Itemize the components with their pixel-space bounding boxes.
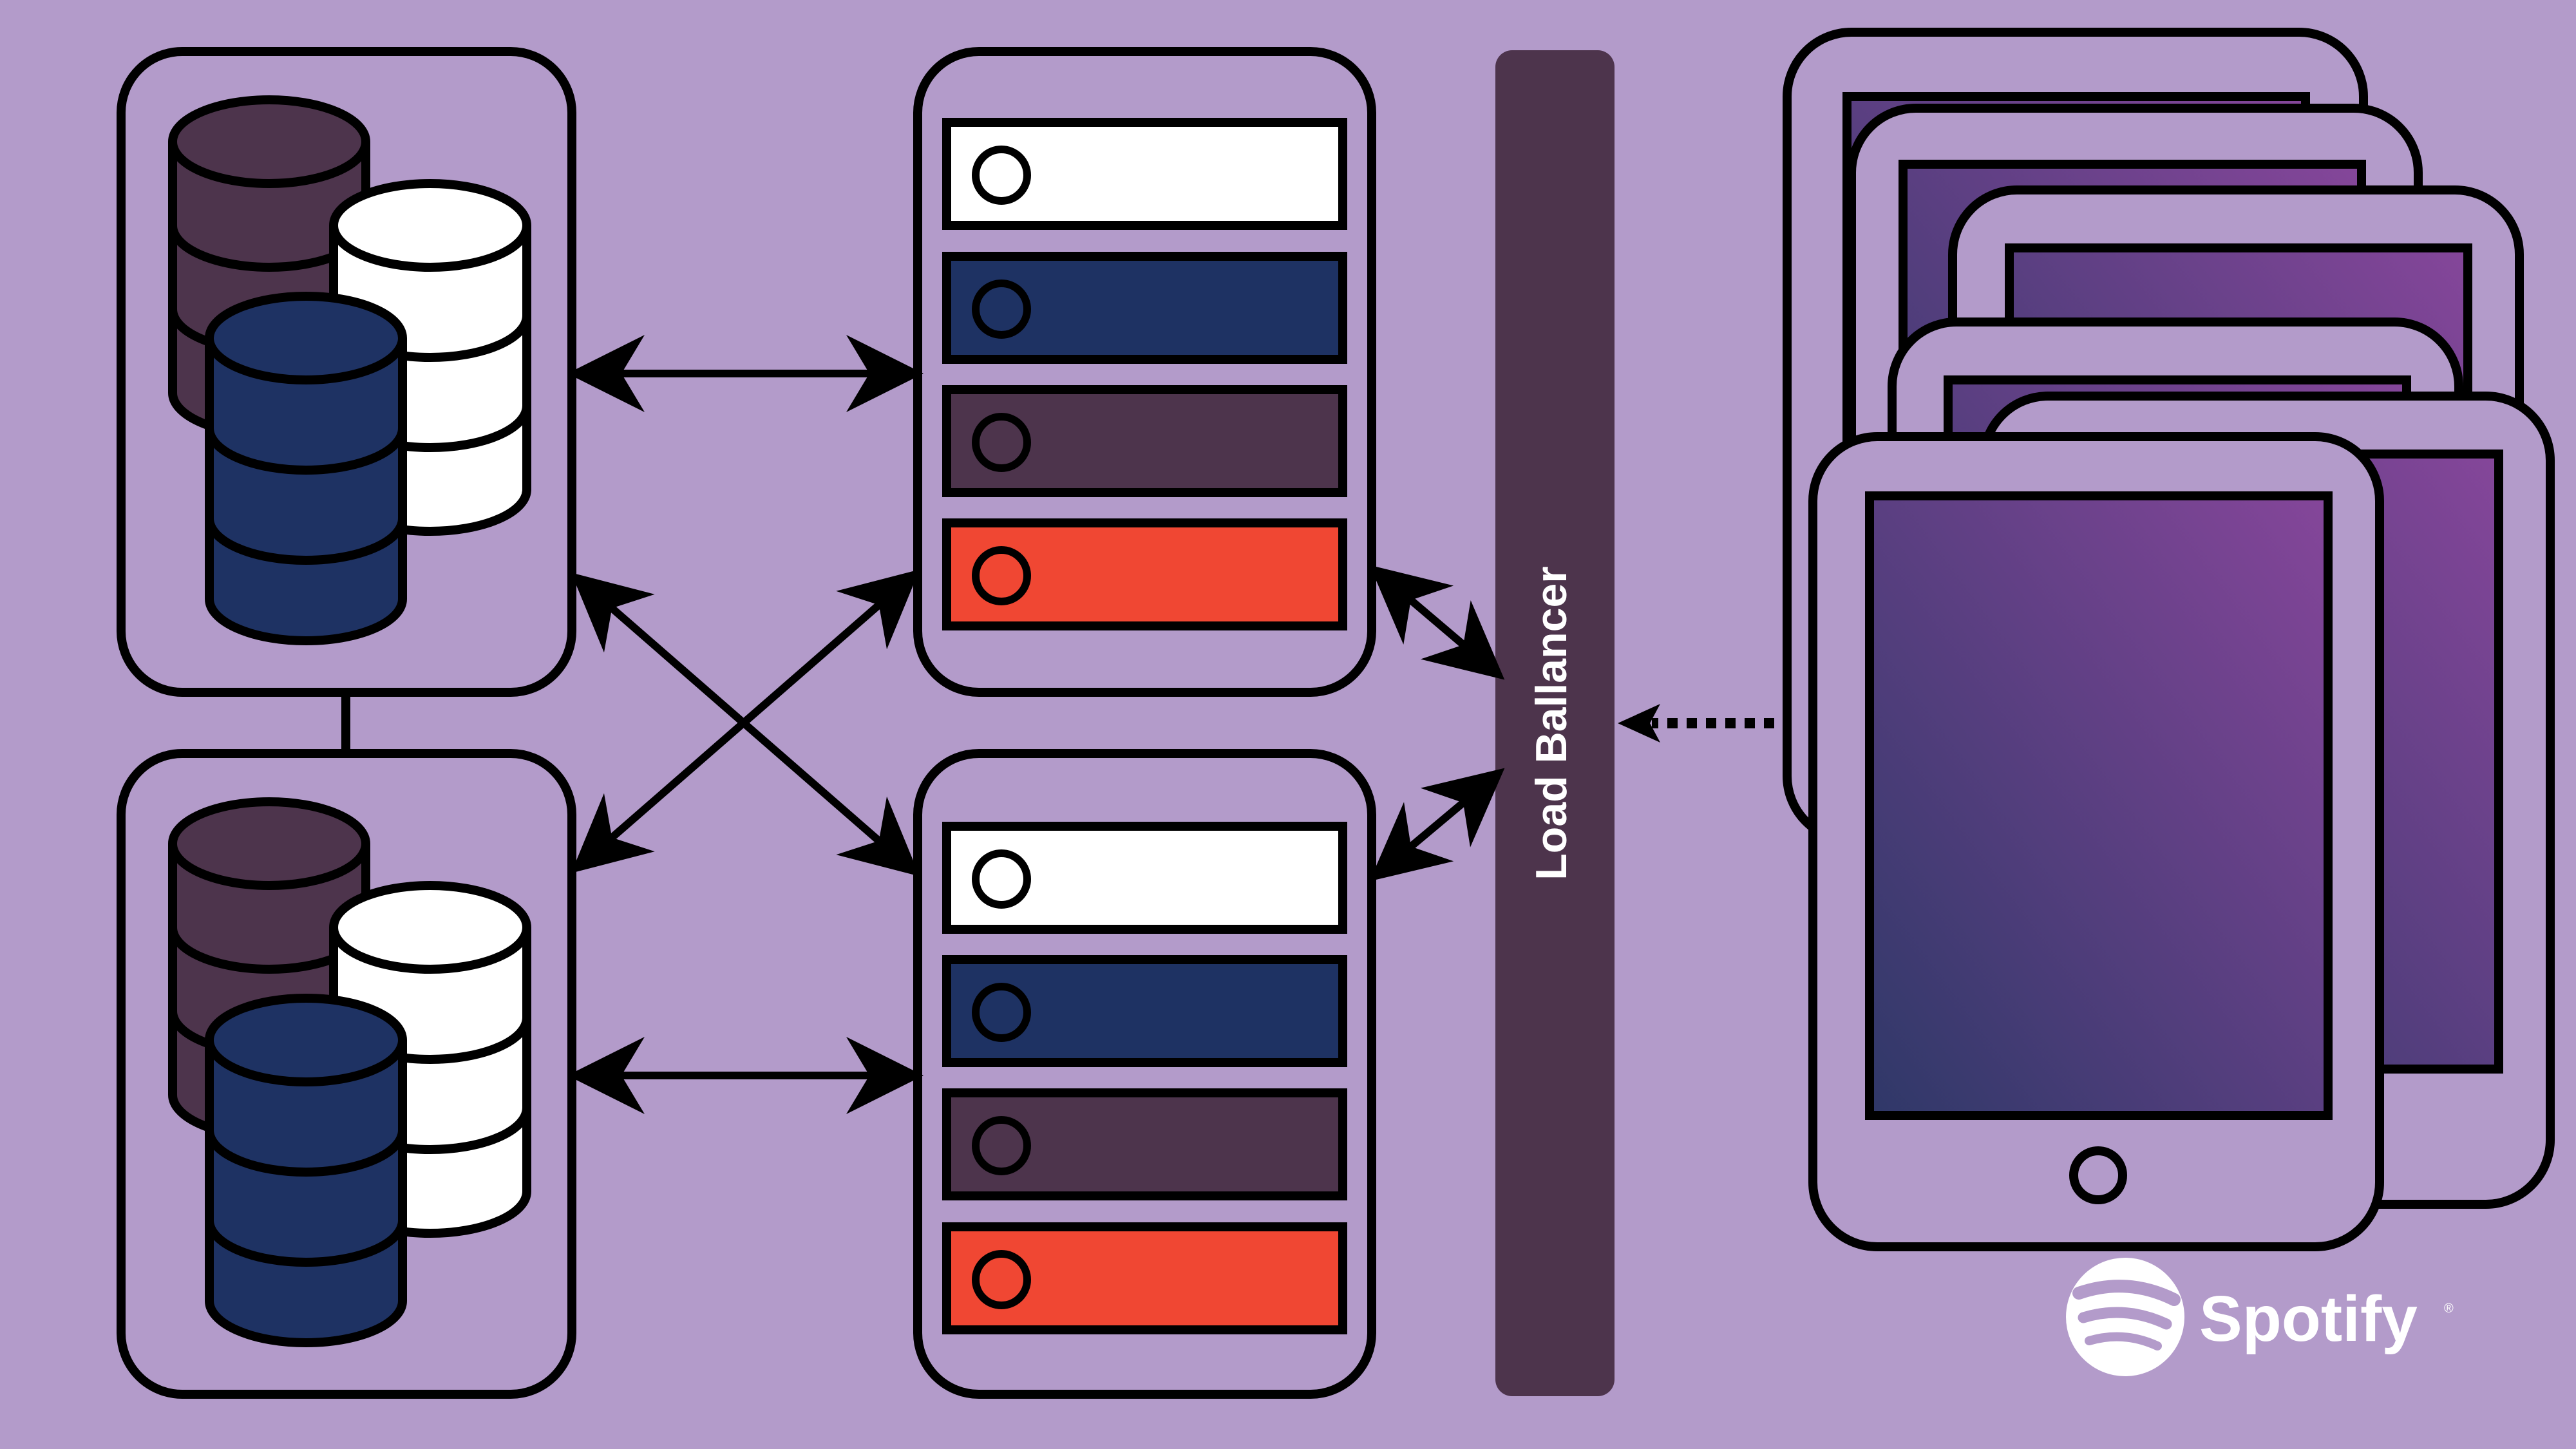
load-balancer: Load Ballancer — [1495, 50, 1615, 1396]
server-led-icon — [972, 849, 1031, 909]
spotify-registered-mark: ® — [2444, 1302, 2454, 1316]
server-rack-top — [913, 47, 1376, 697]
load-balancer-bar — [1495, 50, 1615, 1396]
server-slot-red — [942, 1222, 1347, 1334]
arrow-server-top-load-balancer — [1369, 565, 1505, 680]
server-slot-white — [942, 822, 1347, 934]
tablet-device-front — [1808, 432, 2384, 1251]
tablet-home-button-icon — [2069, 1146, 2127, 1204]
server-slot-red — [942, 518, 1347, 630]
arrow-db-bottom-server-top — [571, 569, 920, 873]
server-slot-plum — [942, 385, 1347, 497]
arrow-server-bottom-load-balancer — [1369, 768, 1505, 882]
server-slot-navy — [942, 252, 1347, 364]
server-slot-plum — [942, 1088, 1347, 1200]
server-led-icon — [972, 1116, 1031, 1175]
server-rack-bottom — [913, 749, 1376, 1399]
database-cylinder-navy-icon — [205, 994, 407, 1347]
database-cluster-bottom — [117, 749, 576, 1399]
server-led-icon — [972, 146, 1031, 205]
database-cylinder-navy-icon — [205, 292, 407, 645]
server-led-icon — [972, 1250, 1031, 1309]
arrow-head-icon — [1618, 704, 1660, 743]
spotify-wordmark: Spotify — [2199, 1283, 2418, 1355]
server-led-icon — [972, 413, 1031, 472]
client-devices — [1783, 28, 2555, 1251]
clients-to-load-balancer-request — [1618, 704, 1774, 743]
server-led-icon — [972, 279, 1031, 339]
server-led-icon — [972, 546, 1031, 605]
server-led-icon — [972, 983, 1031, 1042]
database-cluster-top — [117, 47, 576, 697]
server-slot-white — [942, 118, 1347, 230]
server-slot-navy — [942, 955, 1347, 1067]
spotify-brand: Spotify ® — [2066, 1258, 2454, 1376]
db-server-connections — [567, 335, 923, 1114]
server-lb-connections — [1369, 565, 1505, 882]
spotify-logo-icon — [2066, 1258, 2184, 1376]
load-balancer-label: Load Ballancer — [1527, 566, 1576, 880]
tablet-screen — [1865, 491, 2333, 1120]
